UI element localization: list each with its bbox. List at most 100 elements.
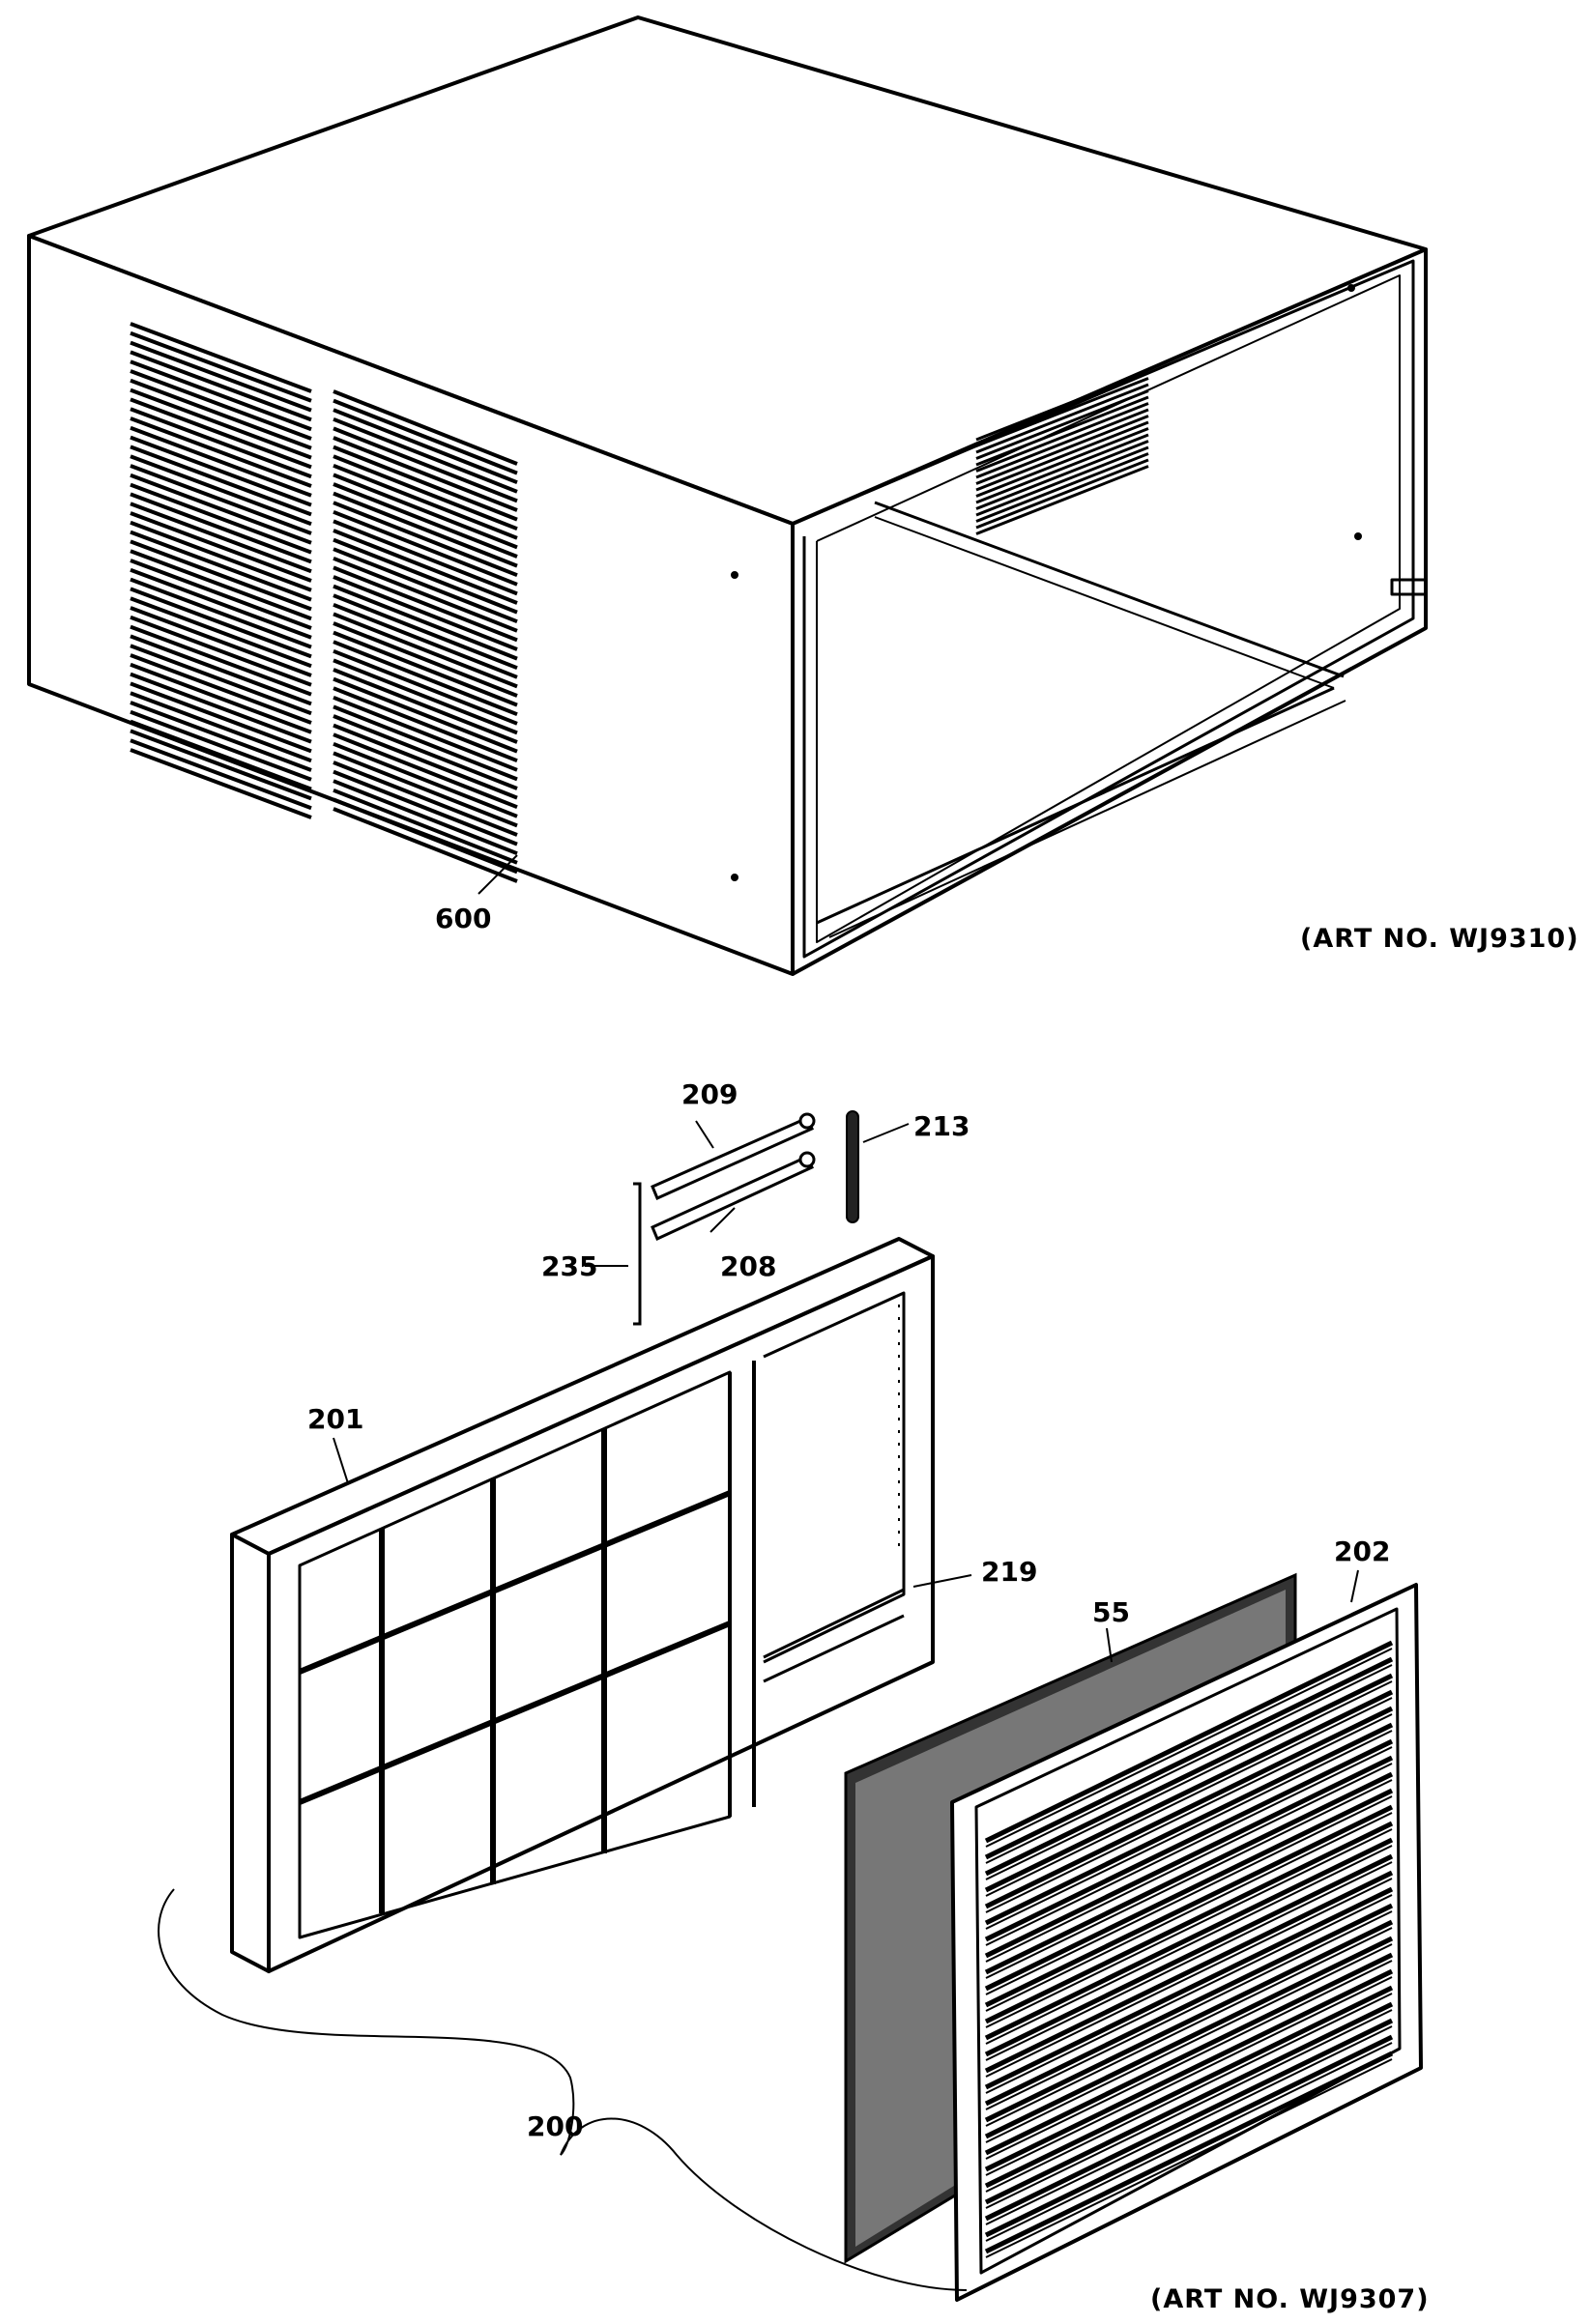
grille-slat [984,1640,1394,1844]
louver-slat [975,427,1149,498]
grille-slat [985,2042,1393,2242]
louver-slat [333,621,518,698]
grille-slat [984,1755,1394,1959]
grille-slat [985,1878,1393,2078]
grille-slat [985,1779,1393,1979]
louver-slat [333,445,518,522]
louver-slat [333,436,518,512]
louver-slat [333,547,518,624]
grille-slat [985,1664,1393,1864]
louver-slat [130,378,312,450]
louver-slat [130,369,312,441]
louver-slat [333,640,518,717]
louver-slat [333,501,518,578]
louver-slat [333,714,518,790]
louver-slat [333,575,518,651]
louver-slat [333,584,518,661]
louver-slat [333,416,518,494]
louver-slat [975,415,1149,485]
gasket-213 [846,1110,859,1223]
louver-slat [130,330,312,403]
grille-slat [984,1788,1394,1992]
louver-slat [130,559,312,630]
grille-slat [985,1828,1393,2028]
louver-slat [130,492,312,564]
louver-slat [975,452,1149,523]
louver-slat [333,463,518,540]
grille-slat [985,1960,1393,2160]
louver-slat [130,719,312,791]
louver-slat [130,397,312,470]
louver-slat [975,433,1149,504]
louver-slat [130,359,312,432]
grille-slat [984,1968,1394,2172]
grille-slat [985,1910,1393,2110]
louver-slat [333,695,518,772]
louver-slat [975,440,1149,510]
grille-slat [984,1985,1394,2189]
grille-slat [985,1697,1393,1897]
louver-slat [975,458,1149,530]
grille-slat [985,1861,1393,2061]
louver-slat [130,473,312,545]
grille-slat [985,1713,1393,1913]
grille-slat [984,1656,1394,1860]
grille-slat [984,1886,1394,2090]
louver-slat [333,519,518,596]
bracket-235 [633,1182,642,1326]
grille-slat [984,2051,1394,2254]
grille-slat [984,1804,1394,2008]
louver-slat [130,701,312,772]
grille-slat [985,1680,1393,1880]
louver-slat [333,741,518,818]
louver-slat [130,549,312,621]
louver-slat [130,596,312,669]
grille-slat [985,2058,1393,2258]
louver-slat [975,445,1149,517]
louver-slat [130,435,312,507]
louver-slat [130,425,312,498]
louver-slat [333,751,518,828]
louver-slat [333,389,518,466]
louver-slat [130,464,312,535]
louver-slat [975,383,1149,454]
callout-208: 208 [720,1250,776,1282]
grille-slat [985,1812,1393,2012]
grille-slat [984,1771,1394,1975]
louver-slat [130,729,312,801]
louver-slat [333,807,518,883]
grille-slat [985,2025,1393,2225]
grille-slat [984,1689,1394,1893]
louver-slat [130,416,312,488]
louver-slat [333,593,518,671]
grille-slat [985,1845,1393,2045]
louver-slat [333,760,518,837]
louver-slat [333,426,518,503]
louver-slat [130,577,312,649]
louver-slat [333,686,518,763]
louver-slat [130,681,312,754]
callout-600: 600 [435,903,491,934]
grille-slat [985,1763,1393,1963]
cabinet-600 [27,15,1428,976]
louver-slat [333,723,518,800]
louver-slat [333,491,518,568]
louver-slat [975,465,1149,535]
louver-slat [130,709,312,782]
louver-slat [975,389,1149,460]
louver-slat [333,658,518,735]
grille-slat [984,1853,1394,2057]
callout-219: 219 [981,1556,1037,1588]
louver-slat [975,377,1149,447]
louver-slat [130,387,312,460]
grille-slat [985,2009,1393,2209]
louver-slat [333,732,518,810]
cabinet-louvers [130,322,1149,883]
louver-slat [130,634,312,706]
seal-strip-209 [651,1112,816,1201]
louver-slat [333,704,518,782]
louver-slat [130,587,312,659]
louver-slat [333,676,518,754]
louver-slat [130,606,312,677]
louver-slat [130,539,312,612]
